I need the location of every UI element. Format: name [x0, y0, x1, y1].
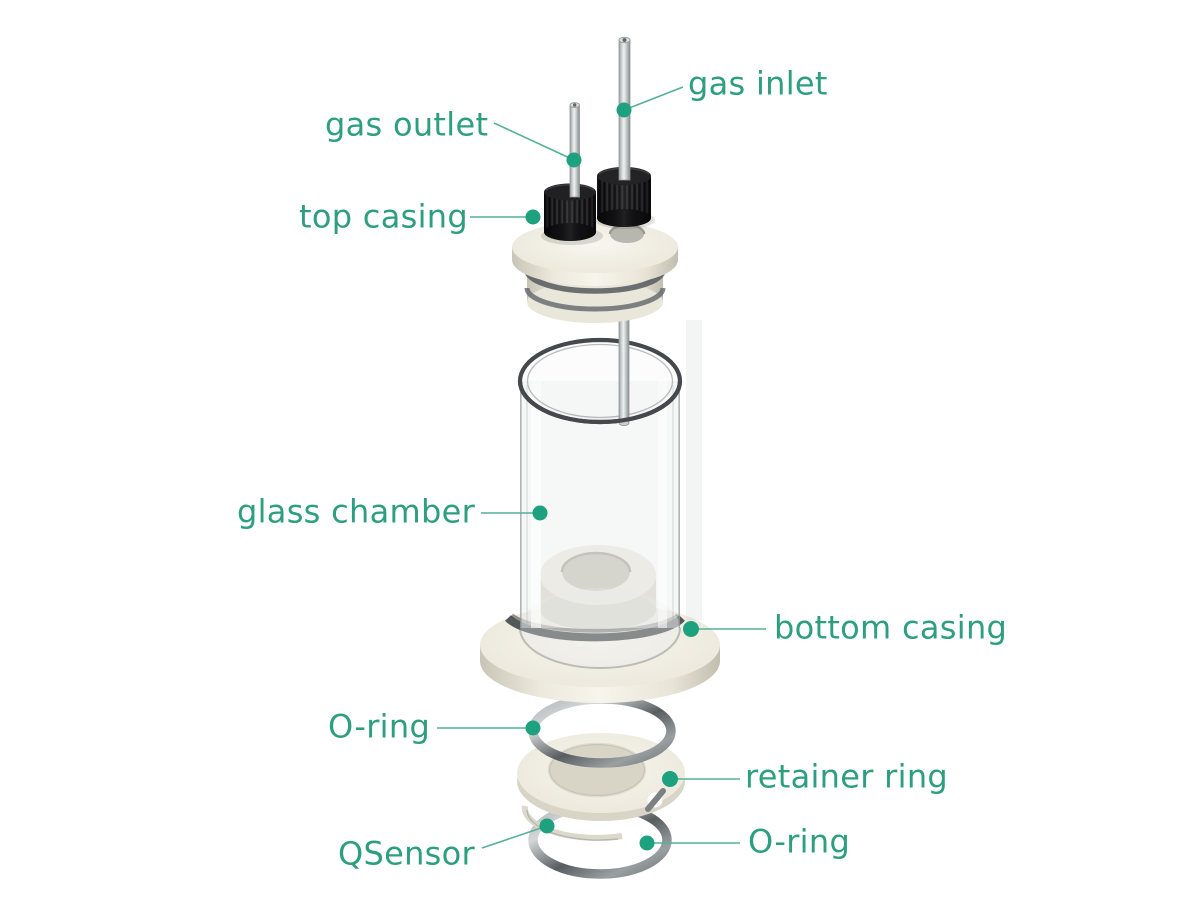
marker-glass-chamber — [532, 505, 548, 521]
label-glass-chamber: glass chamber — [237, 492, 476, 531]
casing-pedestal — [505, 545, 685, 642]
marker-qsensor — [539, 818, 555, 834]
leader-gas-inlet — [623, 86, 684, 111]
outlet-cap — [544, 183, 596, 241]
glass-chamber-part — [517, 320, 702, 669]
qsensor-part — [521, 805, 623, 841]
glass-rim-front — [517, 380, 683, 425]
bottom-casing-part — [480, 545, 720, 703]
leader-lines — [437, 86, 766, 849]
marker-top-casing — [525, 209, 541, 225]
marker-gas-inlet — [616, 102, 632, 118]
leader-gas-outlet — [493, 122, 575, 161]
label-retainer-ring: retainer ring — [745, 757, 949, 796]
marker-o-ring-top — [525, 720, 541, 736]
leader-qsensor — [481, 825, 548, 849]
marker-retainer-ring — [662, 771, 678, 787]
marker-bottom-casing — [683, 621, 699, 637]
marker-o-ring-bottom — [639, 835, 655, 851]
gas-outlet-tube — [569, 102, 580, 198]
label-gas-inlet: gas inlet — [688, 64, 828, 103]
label-gas-outlet: gas outlet — [325, 105, 489, 144]
label-qsensor: QSensor — [338, 834, 475, 873]
label-o-ring-bottom: O-ring — [748, 822, 851, 861]
marker-dots — [525, 102, 699, 851]
marker-gas-outlet — [566, 152, 582, 168]
label-bottom-casing: bottom casing — [774, 608, 1008, 647]
label-o-ring-top: O-ring — [328, 707, 431, 746]
label-top-casing: top casing — [299, 197, 468, 236]
